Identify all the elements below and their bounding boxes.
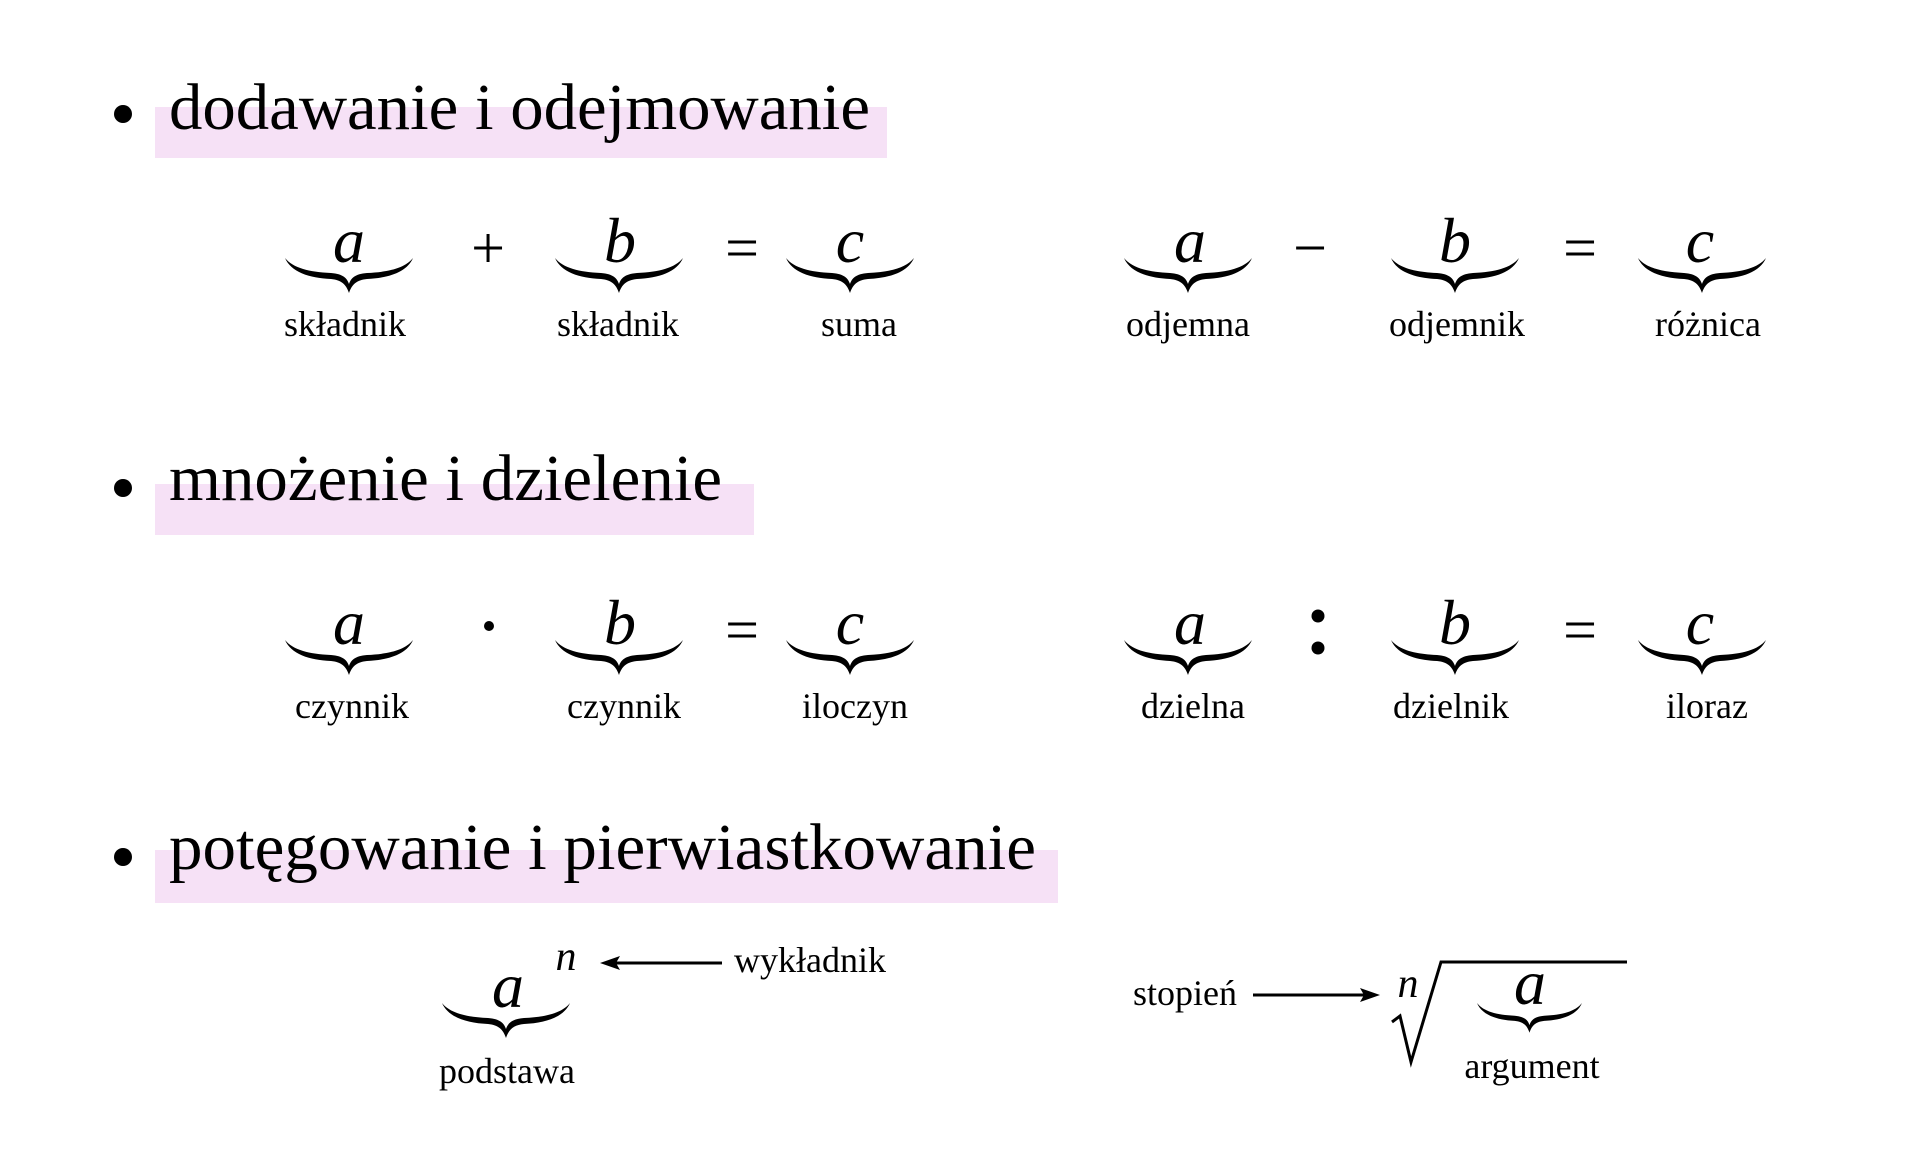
arrow-right-icon: [1253, 988, 1380, 1002]
equals-sign: =: [1563, 215, 1597, 281]
operator-minus: −: [1293, 215, 1327, 281]
radicand-symbol: a: [1514, 947, 1546, 1018]
equation-multiplication: a czynnik b czynnik = c iloczyn: [285, 587, 914, 726]
section-heading: dodawanie i odejmowanie: [169, 71, 870, 144]
term-symbol: c: [1686, 587, 1714, 658]
equation-division: a dzielna b dzielnik = c iloraz: [1124, 587, 1766, 726]
bullet-icon: [114, 848, 132, 866]
bullet-icon: [114, 479, 132, 497]
section-heading: potęgowanie i pierwiastkowanie: [169, 811, 1036, 884]
term-label: iloraz: [1666, 686, 1748, 726]
term-label: różnica: [1655, 304, 1761, 344]
root-diagram: stopień n a argument: [1133, 947, 1627, 1086]
equation-subtraction: a odjemna − b odjemnik = c różnica: [1124, 205, 1766, 344]
radical-sign-icon: [1391, 960, 1627, 1068]
operator-dot: [484, 621, 494, 631]
term-symbol: c: [836, 587, 864, 658]
term-symbol: c: [836, 205, 864, 276]
term-label: dzielnik: [1393, 686, 1509, 726]
base-label: podstawa: [439, 1051, 575, 1091]
section-powers-roots: potęgowanie i pierwiastkowanie a podstaw…: [114, 811, 1627, 1091]
term-label: składnik: [557, 304, 679, 344]
equals-sign: =: [725, 215, 759, 281]
term-symbol: b: [604, 205, 636, 276]
term-label: składnik: [284, 304, 406, 344]
bullet-icon: [114, 105, 132, 123]
operator-colon: [1311, 609, 1325, 655]
term-label: czynnik: [295, 686, 409, 726]
term-symbol: a: [333, 587, 365, 658]
term-label: odjemnik: [1389, 304, 1525, 344]
section-multiplication-division: mnożenie i dzielenie a czynnik b czynnik…: [114, 442, 1766, 726]
base-symbol: a: [492, 950, 524, 1021]
degree-label: stopień: [1133, 973, 1237, 1013]
heading-highlight: [155, 484, 754, 535]
equals-sign: =: [725, 597, 759, 663]
heading-highlight: [155, 850, 1058, 903]
term-symbol: a: [333, 205, 365, 276]
term-symbol: b: [1439, 205, 1471, 276]
term-label: odjemna: [1126, 304, 1250, 344]
term-label: iloczyn: [802, 686, 908, 726]
section-addition-subtraction: dodawanie i odejmowanie a składnik + b s…: [114, 71, 1766, 344]
term-label: dzielna: [1141, 686, 1245, 726]
degree-symbol: n: [1398, 961, 1419, 1007]
equation-addition: a składnik + b składnik = c suma: [284, 205, 914, 344]
term-label: suma: [821, 304, 897, 344]
exponent-label: wykładnik: [734, 940, 886, 980]
arrow-left-icon: [600, 956, 722, 970]
term-symbol: a: [1174, 205, 1206, 276]
section-heading: mnożenie i dzielenie: [169, 442, 722, 515]
radicand-label: argument: [1464, 1046, 1599, 1086]
heading-highlight: [155, 107, 887, 158]
term-symbol: c: [1686, 205, 1714, 276]
term-symbol: b: [1439, 587, 1471, 658]
equals-sign: =: [1563, 597, 1597, 663]
exponent-symbol: n: [556, 934, 577, 980]
power-diagram: a podstawa n wykładnik: [439, 934, 886, 1091]
term-symbol: a: [1174, 587, 1206, 658]
term-label: czynnik: [567, 686, 681, 726]
term-symbol: b: [604, 587, 636, 658]
operator-plus: +: [471, 215, 505, 281]
